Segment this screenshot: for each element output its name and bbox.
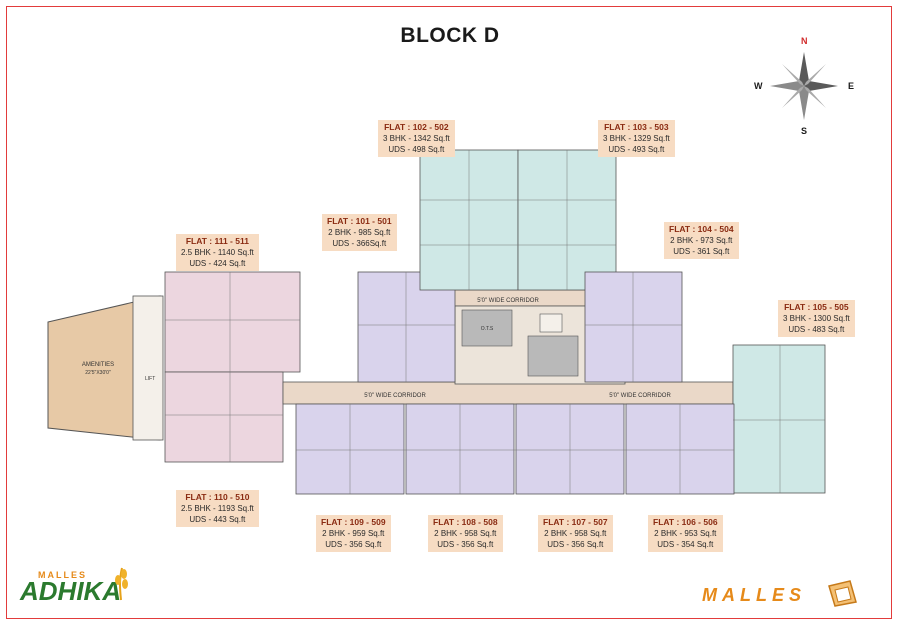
compass-west-label: W <box>754 81 763 91</box>
ots-right <box>527 335 579 377</box>
central-lift <box>539 313 563 333</box>
compass-east-label: E <box>848 81 855 91</box>
room-dividers <box>165 150 825 494</box>
compass-rose-icon <box>770 52 838 120</box>
flat-111-plan <box>164 271 301 373</box>
flat-110-plan <box>164 371 284 463</box>
left-lift-label: LIFT <box>145 376 155 382</box>
left-core <box>132 295 164 441</box>
flat-105-plan <box>732 344 826 494</box>
ots-left-label: O.T.S <box>481 326 494 332</box>
corridor-left-label: 5'0" WIDE CORRIDOR <box>364 393 426 399</box>
flat-104-plan <box>584 271 683 383</box>
amenities-size: 22'5"X30'0" <box>85 370 111 376</box>
corridor-top-label: 5'0" WIDE CORRIDOR <box>477 298 539 304</box>
page-title: BLOCK D <box>400 24 500 47</box>
ots-left <box>461 309 513 347</box>
compass-north-label: N <box>801 36 808 46</box>
corridor-right-label: 5'0" WIDE CORRIDOR <box>609 393 671 399</box>
malles-logo-icon <box>828 580 857 607</box>
wheat-icon <box>115 567 128 601</box>
amenities-label: AMENITIES <box>82 362 114 368</box>
brand-logo-adhika: MALLES ADHIKA <box>20 570 122 606</box>
page-border <box>6 6 892 619</box>
brand-logo-malles: MALLES <box>702 585 806 605</box>
compass-south-label: S <box>801 126 808 136</box>
